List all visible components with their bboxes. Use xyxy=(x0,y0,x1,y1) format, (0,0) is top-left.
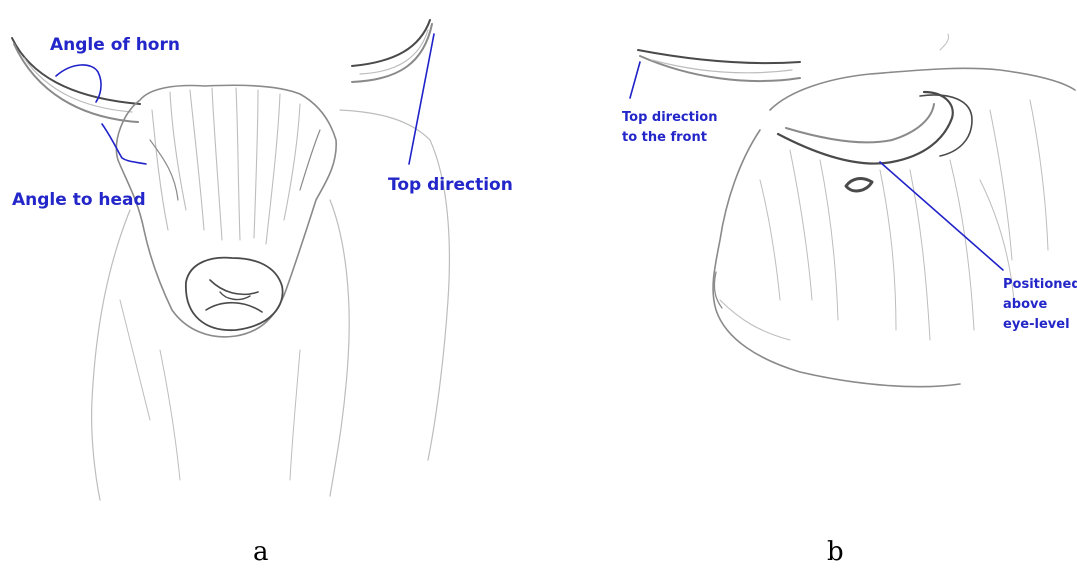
angle-to-head-leader xyxy=(102,124,146,164)
label-positioned-above: Positioned above eye-level xyxy=(1003,277,1077,332)
positioned-above-leader xyxy=(880,162,1003,270)
label-top-direction: Top direction xyxy=(388,175,513,195)
panel-b: Top direction to the front Positioned ab… xyxy=(622,34,1077,567)
top-direction-leader xyxy=(409,34,434,164)
label-top-direction-front: Top direction to the front xyxy=(622,110,722,145)
top-direction-front-leader xyxy=(630,62,640,98)
cow-side-sketch xyxy=(638,34,1075,387)
label-angle-of-horn: Angle of horn xyxy=(50,35,180,55)
cow-front-sketch xyxy=(12,20,449,500)
label-angle-to-head: Angle to head xyxy=(12,190,146,210)
caption-a: a xyxy=(253,537,269,567)
panel-a: Angle of horn Angle to head Top directio… xyxy=(12,20,513,567)
caption-b: b xyxy=(827,537,844,567)
